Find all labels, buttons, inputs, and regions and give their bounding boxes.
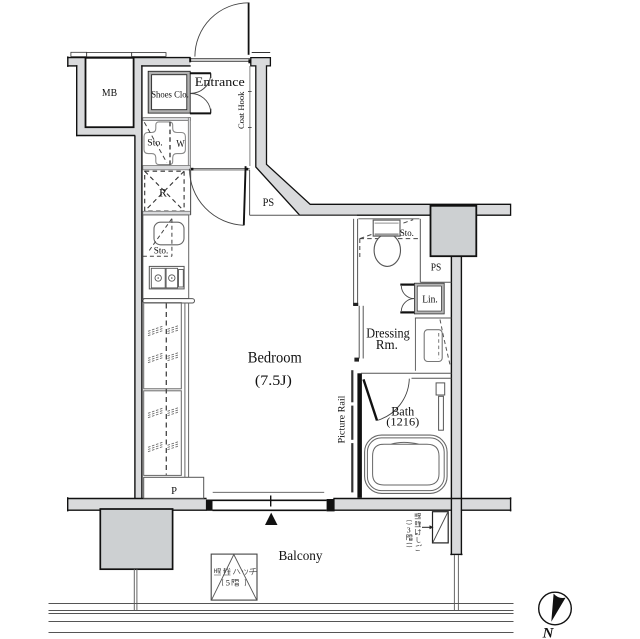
svg-text:Coat Hook: Coat Hook <box>236 91 246 129</box>
svg-text:3: 3 <box>407 526 411 535</box>
svg-text:Lin.: Lin. <box>422 293 438 305</box>
svg-text:5: 5 <box>226 578 230 587</box>
svg-text:(1216): (1216) <box>386 414 419 428</box>
svg-text:PS: PS <box>431 261 442 273</box>
svg-text:Sto.: Sto. <box>147 138 163 148</box>
svg-text:(7.5J): (7.5J) <box>255 373 292 389</box>
svg-text:Sto.: Sto. <box>154 245 169 255</box>
svg-text:Bedroom: Bedroom <box>248 350 303 367</box>
svg-text:Bath: Bath <box>391 405 415 419</box>
svg-text:PS: PS <box>263 197 275 209</box>
svg-text:Balcony: Balcony <box>279 548 323 563</box>
svg-text:Rm.: Rm. <box>376 338 398 353</box>
svg-text:Picture Rail: Picture Rail <box>336 395 346 444</box>
svg-text:Entrance: Entrance <box>195 74 245 89</box>
svg-text:Dressing: Dressing <box>366 327 410 342</box>
svg-text:R: R <box>159 188 167 200</box>
svg-text:P: P <box>171 486 177 497</box>
svg-text:N: N <box>542 626 555 639</box>
svg-text:MB: MB <box>102 87 117 99</box>
svg-text:Shoes Clo.: Shoes Clo. <box>151 89 189 99</box>
svg-text:Sto.: Sto. <box>400 228 414 238</box>
svg-text:W: W <box>176 139 185 150</box>
